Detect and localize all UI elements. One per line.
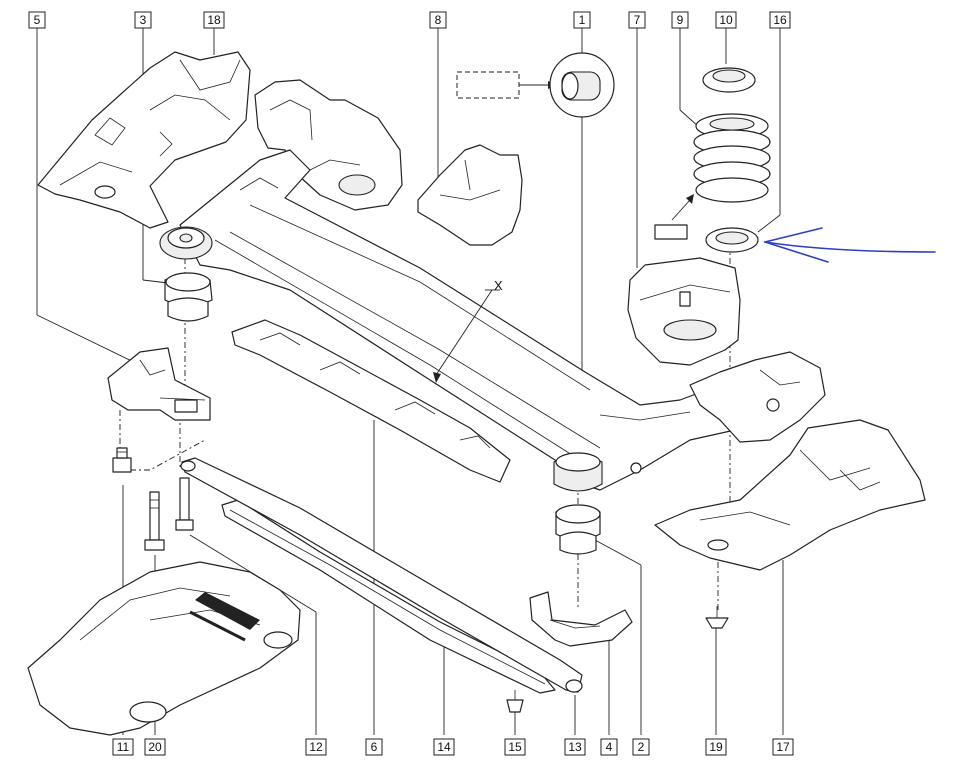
part-11-bolt (112, 447, 132, 473)
label-box-17: 17 (772, 738, 794, 756)
right-mount-tower (689, 351, 826, 443)
svg-text:3: 3 (140, 13, 147, 27)
part-18-left-floor-panel (37, 51, 251, 229)
spring-marker-detail (654, 194, 694, 240)
part-10-top-seat (702, 67, 756, 93)
svg-text:8: 8 (435, 13, 442, 27)
right-axle-bush (553, 452, 603, 492)
svg-text:11: 11 (117, 740, 130, 754)
part-15-clip (506, 690, 524, 713)
part-4-right-bracket (529, 591, 633, 647)
left-top-mount-tower (254, 79, 403, 211)
svg-text:15: 15 (508, 740, 522, 754)
part-17-right-floor-panel (654, 419, 926, 571)
part-14-lower-bar (221, 499, 556, 694)
blue-annotation-arrow (764, 227, 936, 263)
svg-text:1: 1 (579, 13, 586, 27)
svg-text:4: 4 (606, 740, 613, 754)
label-box-4: 4 (600, 738, 618, 756)
svg-text:9: 9 (677, 13, 684, 27)
label-box-20: 20 (144, 738, 166, 756)
label-box-13: 13 (564, 738, 586, 756)
part-8-cover (417, 144, 523, 246)
part-2-right-bush-set (555, 504, 601, 555)
svg-text:12: 12 (309, 740, 323, 754)
callout-x: X (433, 278, 503, 383)
label-box-8: 8 (429, 11, 447, 29)
label-box-9: 9 (671, 11, 689, 29)
label-box-6: 6 (365, 738, 383, 756)
part-9-coil-spring (693, 113, 771, 203)
part-12-bolt (175, 477, 194, 531)
svg-text:2: 2 (638, 740, 645, 754)
part-16-seat-ring (705, 227, 759, 253)
label-box-5: 5 (28, 11, 46, 29)
label-box-19: 19 (705, 738, 727, 756)
label-box-18: 18 (203, 11, 225, 29)
label-box-10: 10 (715, 11, 737, 29)
label-row-bottom: 11 20 12 6 14 15 13 4 2 19 17 (112, 738, 794, 756)
label-box-16: 16 (769, 11, 791, 29)
label-row-top: 5 3 18 8 1 7 9 10 16 (28, 11, 791, 29)
svg-text:13: 13 (568, 740, 582, 754)
label-box-1: 1 (573, 11, 591, 29)
part-7-spring-cup (627, 257, 741, 366)
label-box-3: 3 (134, 11, 152, 29)
left-axle-bush (159, 226, 213, 260)
svg-text:7: 7 (634, 13, 641, 27)
part-13-link-rod (180, 457, 583, 693)
part-6-heat-shield (231, 319, 511, 483)
car-location-icon (27, 561, 301, 736)
label-box-15: 15 (504, 738, 526, 756)
svg-text:20: 20 (148, 740, 162, 754)
label-box-14: 14 (433, 738, 455, 756)
svg-text:14: 14 (437, 740, 451, 754)
svg-text:10: 10 (719, 13, 733, 27)
label-box-2: 2 (632, 738, 650, 756)
label-box-12: 12 (305, 738, 327, 756)
part-3-left-bush-set (164, 272, 213, 322)
part-5-left-bracket (107, 347, 211, 421)
svg-text:18: 18 (207, 13, 221, 27)
svg-text:16: 16 (773, 13, 787, 27)
svg-text:19: 19 (709, 740, 723, 754)
part-1-bush-insert-detail (456, 52, 615, 118)
label-box-7: 7 (628, 11, 646, 29)
svg-text:6: 6 (371, 740, 378, 754)
callout-x-label: X (494, 278, 503, 293)
svg-text:5: 5 (34, 13, 41, 27)
svg-text:17: 17 (776, 740, 790, 754)
label-box-11: 11 (112, 738, 134, 756)
part-19-clip (705, 606, 729, 629)
part-20-long-bolt (144, 491, 165, 551)
